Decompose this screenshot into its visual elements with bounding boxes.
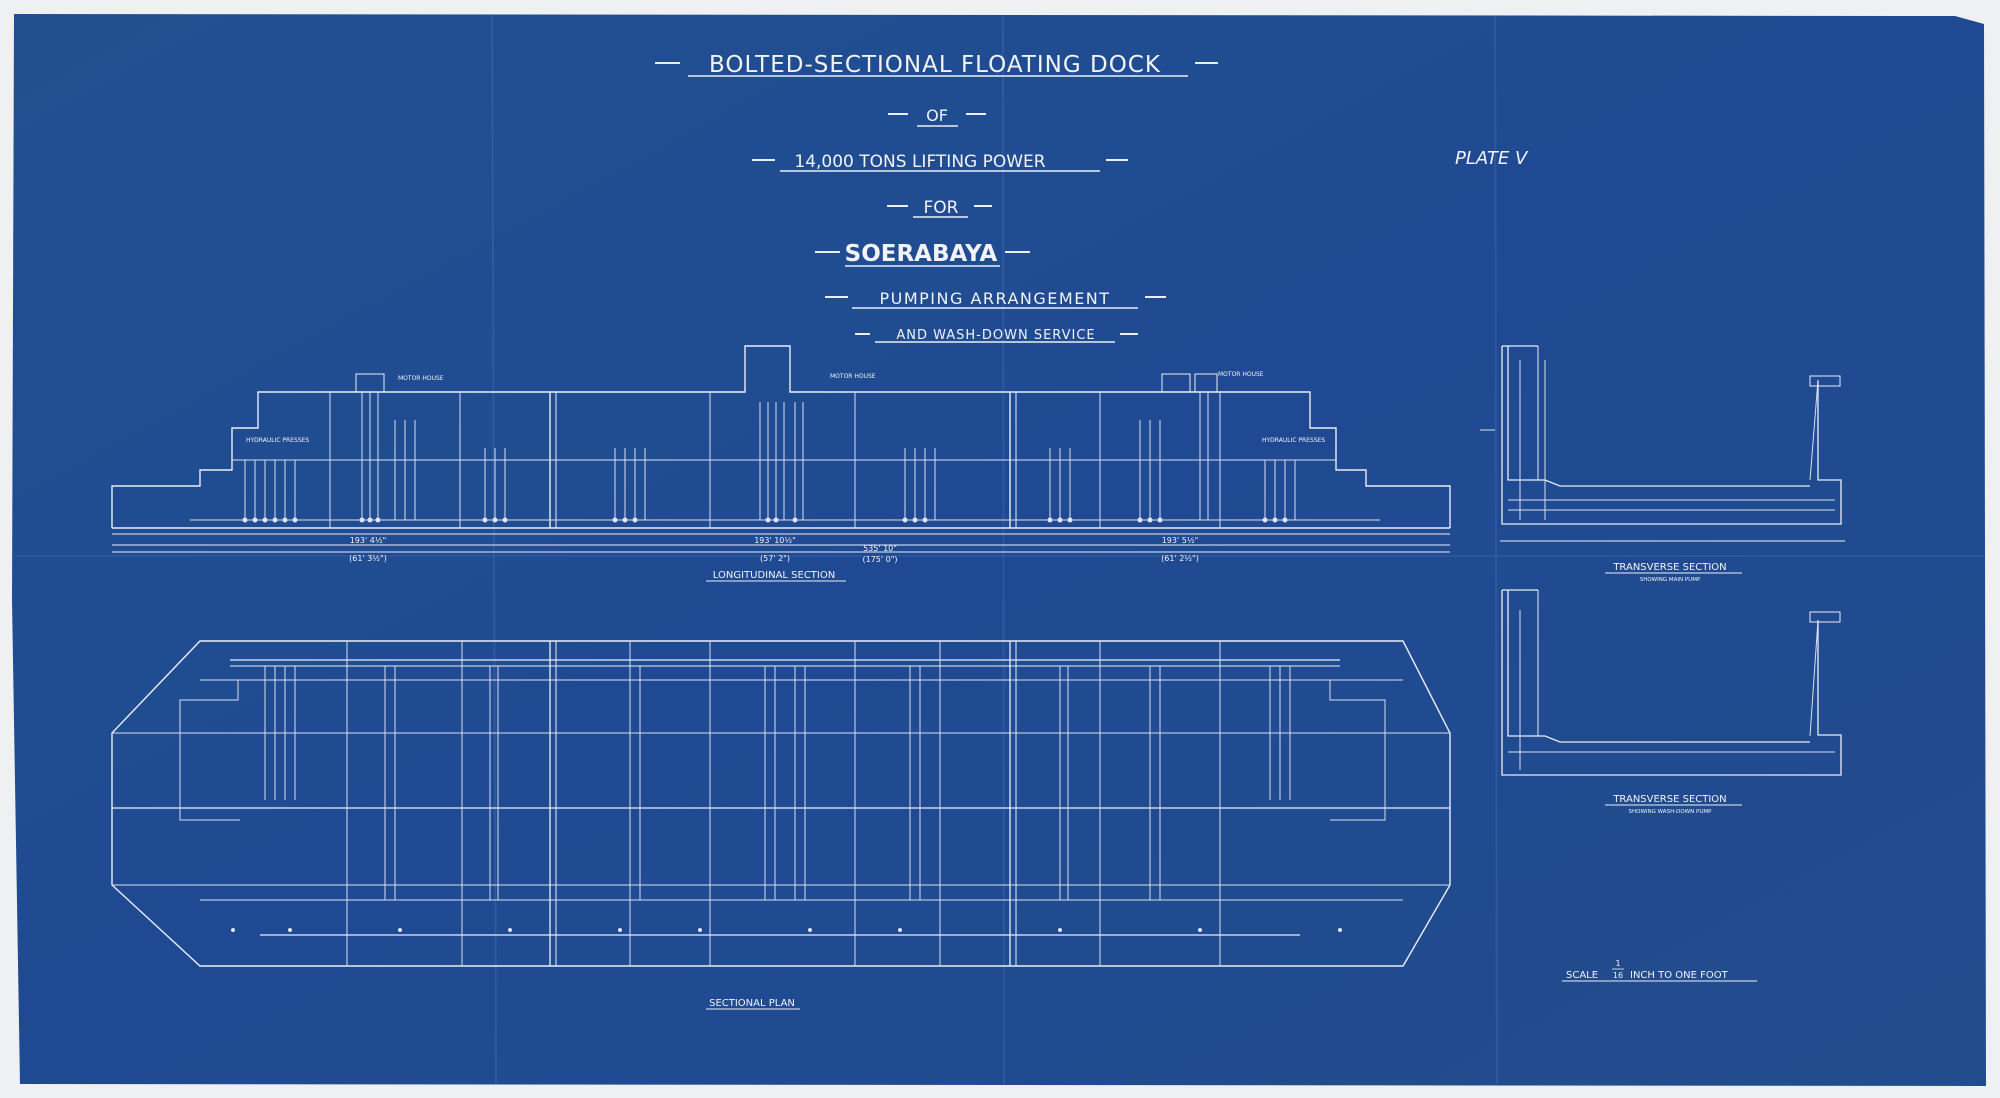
blueprint-paper (12, 14, 1986, 1086)
note-motor-house-left: MOTOR HOUSE (398, 375, 444, 382)
note-motor-house-mid: MOTOR HOUSE (830, 373, 876, 380)
note-presses-right: HYDRAULIC PRESSES (1262, 437, 1325, 444)
dim-left-b: (61' 3½") (349, 554, 387, 563)
note-motor-house-right: MOTOR HOUSE (1218, 371, 1264, 378)
note-transverse-2: SHOWING WASH-DOWN PUMP (1629, 809, 1713, 815)
scale-suffix: INCH TO ONE FOOT (1630, 970, 1729, 981)
title-lifting-power: 14,000 TONS LIFTING POWER (794, 152, 1045, 172)
dim-total-a: 535' 10" (863, 544, 897, 553)
scale-note: SCALE 1 16 INCH TO ONE FOOT (1562, 959, 1757, 982)
scale-fraction-num: 1 (1615, 959, 1620, 968)
fold-crease (491, 15, 497, 1085)
title-washdown: AND WASH-DOWN SERVICE (896, 328, 1095, 343)
scale-prefix: SCALE (1566, 970, 1598, 981)
scale-fraction-den: 16 (1613, 971, 1623, 980)
note-presses-left: HYDRAULIC PRESSES (246, 437, 309, 444)
title-main: BOLTED-SECTIONAL FLOATING DOCK (709, 52, 1161, 78)
dim-left-a: 193' 4½" (350, 536, 387, 545)
dim-mid-a: 193' 10½" (754, 536, 796, 545)
label-transverse-section-1: TRANSVERSE SECTION (1612, 562, 1726, 573)
transverse-section-wash-down: TRANSVERSE SECTION SHOWING WASH-DOWN PUM… (1501, 589, 1842, 815)
label-transverse-section-2: TRANSVERSE SECTION (1612, 794, 1726, 805)
dim-mid-b: (57' 2") (760, 554, 790, 563)
title-soerabaya: SOERABAYA (845, 241, 998, 267)
transverse-section-main-pump: TRANSVERSE SECTION SHOWING MAIN PUMP (1480, 345, 1845, 583)
note-transverse-1: SHOWING MAIN PUMP (1640, 577, 1701, 583)
dim-total-b: (175' 0") (862, 555, 897, 564)
title-of: OF (926, 106, 948, 125)
title-for: FOR (924, 198, 959, 218)
sectional-plan: SECTIONAL PLAN (111, 640, 1451, 1010)
title-pumping: PUMPING ARRANGEMENT (879, 289, 1110, 308)
label-sectional-plan: SECTIONAL PLAN (709, 998, 795, 1009)
dim-right-b: (61' 2½") (1161, 554, 1199, 563)
longitudinal-section: MOTOR HOUSE HYDRAULIC PRESSES MOTOR HOUS… (111, 345, 1451, 582)
title-block: BOLTED-SECTIONAL FLOATING DOCK OF 14,000… (655, 52, 1529, 343)
dim-right-a: 193' 5½" (1162, 536, 1199, 545)
plate-number: PLATE V (1455, 148, 1529, 169)
fold-crease (1002, 15, 1005, 1085)
label-longitudinal-section: LONGITUDINAL SECTION (713, 570, 835, 581)
fold-crease (1494, 15, 1498, 1085)
